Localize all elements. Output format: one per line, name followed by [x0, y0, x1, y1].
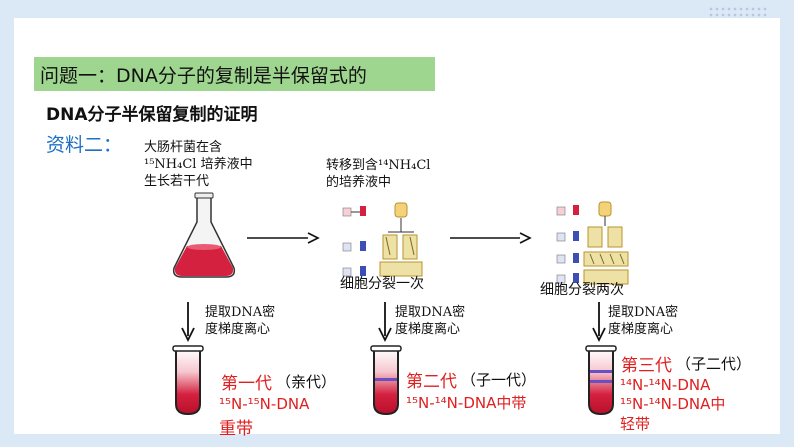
heading-title: 问题一：DNA分子的复制是半保留式的	[40, 65, 367, 87]
note-culture-line-1: 大肠杆菌在含	[144, 140, 223, 155]
arrow-1	[247, 232, 320, 244]
extract-note-3-line-2: 度梯度离心	[608, 322, 674, 337]
extract-note-3: 提取DNA密 度梯度离心	[608, 304, 678, 338]
down-arrow-2	[378, 302, 392, 343]
gen2-paren: （子一代）	[461, 371, 537, 389]
test-tube-3	[585, 345, 617, 416]
gen1-dna: ¹⁵N-¹⁵N-DNA	[219, 395, 310, 413]
down-arrow-1	[181, 302, 195, 343]
test-tube-2	[370, 345, 402, 416]
gen1-title: 第一代	[221, 374, 272, 394]
subtitle: DNA分子半保留复制的证明	[46, 105, 258, 125]
material-label: 资料二：	[46, 134, 123, 156]
gen1-paren: （亲代）	[276, 373, 337, 391]
gen2-title: 第二代	[406, 372, 457, 392]
note-transfer-line-2: 的培养液中	[326, 175, 392, 190]
extract-note-2: 提取DNA密 度梯度离心	[395, 304, 465, 338]
note-transfer: 转移到含¹⁴NH₄Cl 的培养液中	[326, 157, 430, 191]
label-divide-twice: 细胞分裂两次	[540, 282, 624, 298]
gen3-dna-mid: ¹⁵N-¹⁴N-DNA中	[620, 395, 726, 413]
dot-pattern	[708, 6, 768, 18]
note-culture-line-2: ¹⁵NH₄Cl 培养液中	[144, 157, 253, 172]
extract-note-1-line-2: 度梯度离心	[205, 322, 271, 337]
replication-diagram-once	[342, 202, 423, 277]
note-culture-line-3: 生长若干代	[144, 174, 210, 189]
extract-note-1-line-1: 提取DNA密	[205, 305, 276, 320]
extract-note-3-line-1: 提取DNA密	[608, 305, 679, 320]
label-divide-once: 细胞分裂一次	[340, 276, 424, 292]
heading-bar	[34, 57, 435, 91]
down-arrow-3	[592, 302, 606, 343]
extract-note-1: 提取DNA密 度梯度离心	[205, 304, 275, 338]
note-culture: 大肠杆菌在含 ¹⁵NH₄Cl 培养液中 生长若干代	[144, 139, 253, 190]
gen3-title: 第三代	[621, 356, 672, 376]
test-tube-1	[172, 345, 204, 416]
gen1-band: 重带	[219, 419, 253, 439]
replication-diagram-twice	[556, 201, 629, 285]
gen3-dna-light: ¹⁴N-¹⁴N-DNA	[620, 376, 711, 394]
gen3-paren: （子二代）	[676, 355, 752, 373]
extract-note-2-line-2: 度梯度离心	[395, 322, 461, 337]
gen2-dna: ¹⁵N-¹⁴N-DNA中带	[406, 394, 527, 412]
arrow-2	[450, 232, 532, 244]
extract-note-2-line-1: 提取DNA密	[395, 305, 466, 320]
flask-icon	[172, 192, 236, 278]
note-transfer-line-1: 转移到含¹⁴NH₄Cl	[326, 158, 431, 173]
gen3-band: 轻带	[620, 415, 651, 433]
